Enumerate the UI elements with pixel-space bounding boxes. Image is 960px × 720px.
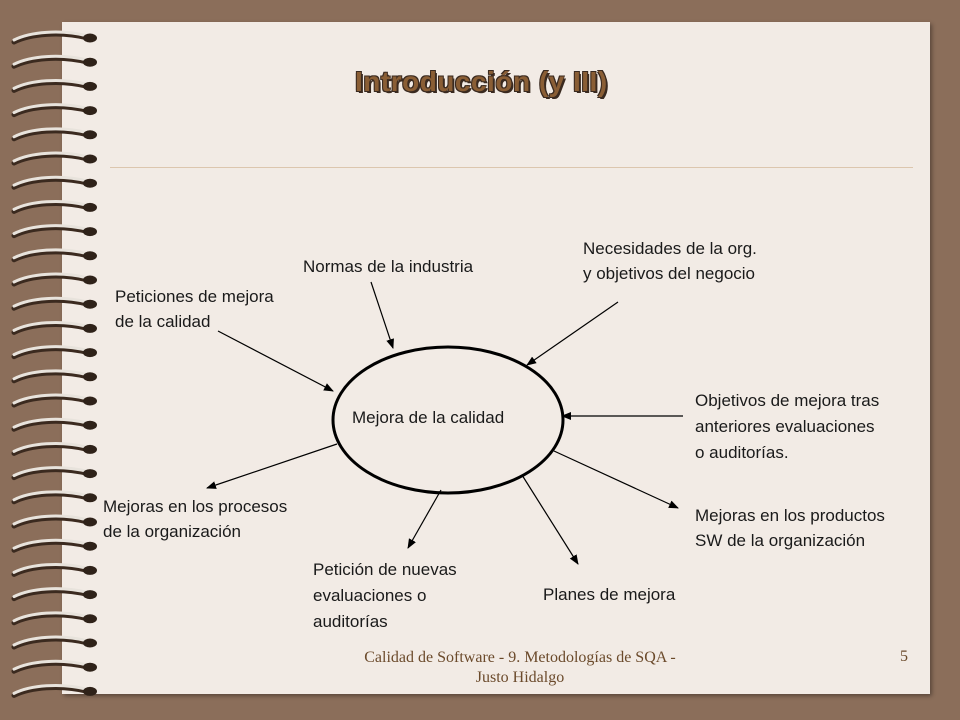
- spiral-ring: [11, 175, 97, 190]
- label-procesos: Mejoras en los procesos de la organizaci…: [103, 494, 287, 544]
- label-objetivos-line1: Objetivos de mejora tras: [695, 391, 880, 410]
- spiral-ring: [11, 369, 97, 384]
- spiral-ring: [11, 127, 97, 142]
- spiral-ring: [11, 659, 97, 674]
- label-procesos-line2: de la organización: [103, 522, 241, 541]
- label-peticion-line3: auditorías: [313, 612, 388, 631]
- spiral-ring: [11, 321, 97, 335]
- spiral-ring: [11, 684, 97, 698]
- label-necesidades: Necesidades de la org. y objetivos del n…: [583, 236, 757, 286]
- label-objetivos-line2: anteriores evaluaciones: [695, 417, 875, 436]
- label-peticiones-line2: de la calidad: [115, 312, 211, 331]
- spiral-binding: [11, 30, 97, 698]
- label-necesidades-line1: Necesidades de la org.: [583, 239, 757, 258]
- arrow-productos: [553, 450, 679, 509]
- spiral-ring: [11, 54, 97, 69]
- spiral-ring: [11, 296, 97, 311]
- spiral-ring: [11, 272, 97, 287]
- arrow-procesos: [206, 443, 338, 489]
- label-planes: Planes de mejora: [543, 585, 676, 604]
- label-normas: Normas de la industria: [303, 257, 474, 276]
- arrow-peticiones: [217, 330, 334, 392]
- center-label: Mejora de la calidad: [352, 408, 505, 427]
- label-peticiones-line1: Peticiones de mejora: [115, 287, 274, 306]
- label-necesidades-line2: y objetivos del negocio: [583, 264, 756, 283]
- label-productos-line1: Mejoras en los productos: [695, 506, 885, 525]
- spiral-ring: [11, 248, 97, 263]
- center-ellipse: [331, 345, 565, 495]
- spiral-ring: [11, 490, 97, 505]
- spiral-ring: [11, 103, 97, 118]
- spiral-ring: [11, 466, 97, 481]
- label-productos: Mejoras en los productos SW de la organi…: [695, 503, 885, 553]
- slide-title: Introducción (y III): [355, 66, 608, 97]
- arrow-peticion: [407, 489, 442, 549]
- page-number: 5: [900, 648, 908, 665]
- spiral-ring: [11, 587, 97, 602]
- spiral-ring: [11, 224, 97, 239]
- spiral-ring: [11, 200, 97, 214]
- spiral-ring: [11, 611, 97, 626]
- spiral-ring: [11, 514, 97, 529]
- spiral-ring: [11, 417, 97, 432]
- label-productos-line2: SW de la organización: [695, 531, 866, 550]
- arrow-necesidades: [526, 301, 619, 366]
- spiral-ring: [11, 442, 97, 456]
- arrow-planes: [521, 474, 579, 565]
- spiral-ring: [11, 30, 97, 45]
- slide-footer: Calidad de Software - 9. Metodologías de…: [325, 648, 715, 688]
- spiral-ring: [11, 635, 97, 650]
- spiral-ring: [11, 393, 97, 408]
- spiral-ring: [11, 563, 97, 577]
- label-peticiones: Peticiones de mejora de la calidad: [115, 284, 274, 334]
- spiral-ring: [11, 151, 97, 166]
- spiral-ring: [11, 538, 97, 553]
- label-objetivos-line3: o auditorías.: [695, 443, 789, 462]
- footer-line1: Calidad de Software - 9. Metodologías de…: [364, 649, 676, 666]
- title-divider: [110, 167, 913, 168]
- label-peticion-line2: evaluaciones o: [313, 586, 427, 605]
- spiral-ring: [11, 79, 97, 93]
- label-objetivos: Objetivos de mejora tras anteriores eval…: [695, 388, 879, 466]
- label-peticion: Petición de nuevas evaluaciones o audito…: [313, 557, 457, 635]
- spiral-ring: [11, 345, 97, 360]
- footer-line2: Justo Hidalgo: [475, 669, 565, 686]
- label-peticion-line1: Petición de nuevas: [313, 560, 457, 579]
- arrow-normas: [370, 281, 394, 349]
- label-procesos-line1: Mejoras en los procesos: [103, 497, 288, 516]
- slide-background: [62, 22, 930, 694]
